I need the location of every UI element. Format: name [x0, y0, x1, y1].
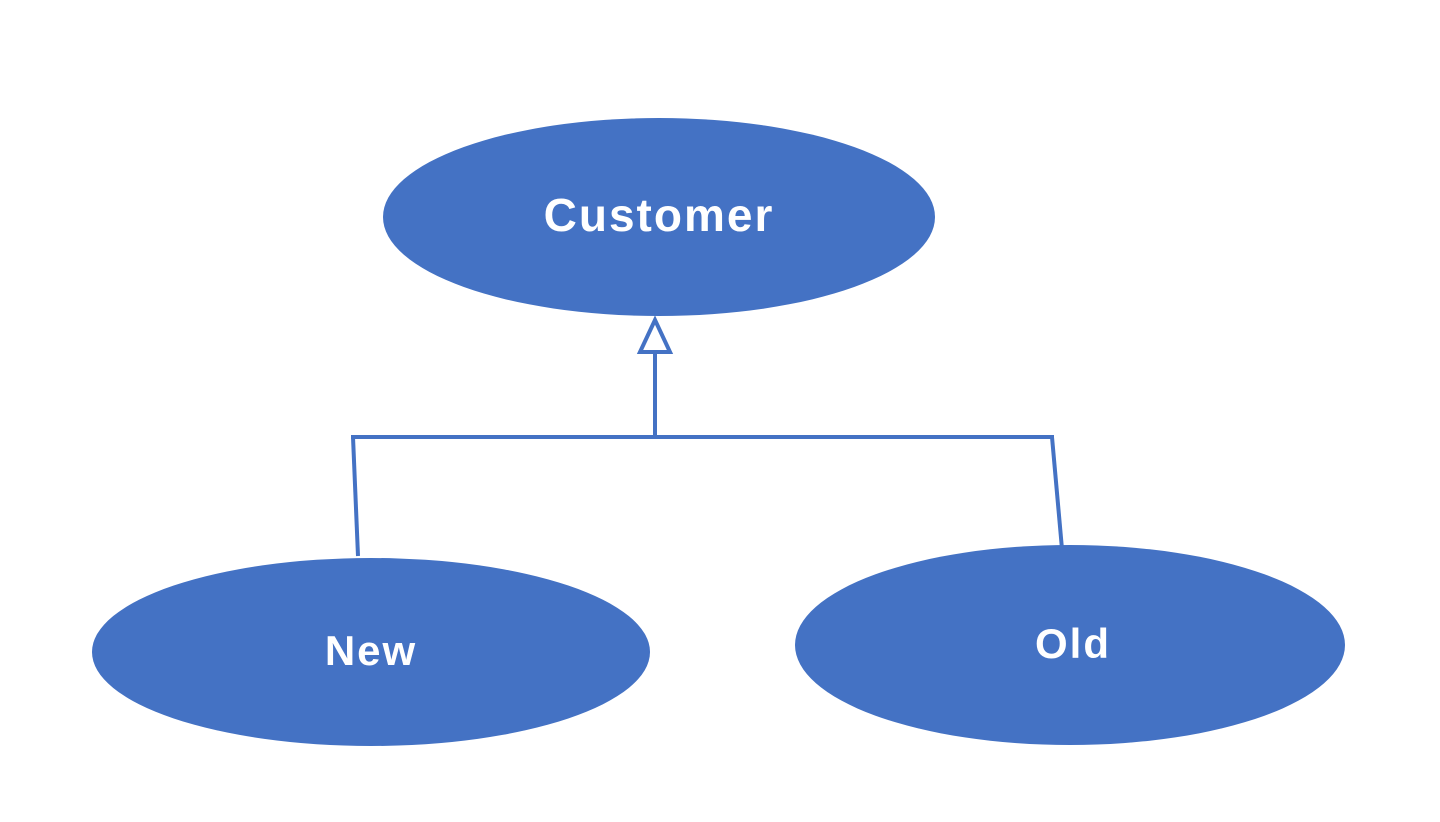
node-old-ellipse — [795, 545, 1345, 745]
node-customer-label: Customer — [544, 189, 775, 241]
connector-leg-to-old[interactable] — [1050, 436, 1064, 550]
node-customer-ellipse — [383, 118, 935, 316]
node-old-label: Old — [1035, 620, 1111, 667]
node-old[interactable]: Old — [795, 545, 1345, 745]
node-customer[interactable]: Customer — [383, 118, 935, 316]
generalization-arrowhead-icon — [636, 315, 674, 354]
node-new-ellipse — [92, 558, 650, 746]
connector-leg-to-new[interactable] — [351, 436, 360, 557]
node-new[interactable]: New — [92, 558, 650, 746]
generalization-connector-group — [351, 315, 1064, 557]
node-new-label: New — [325, 627, 417, 674]
